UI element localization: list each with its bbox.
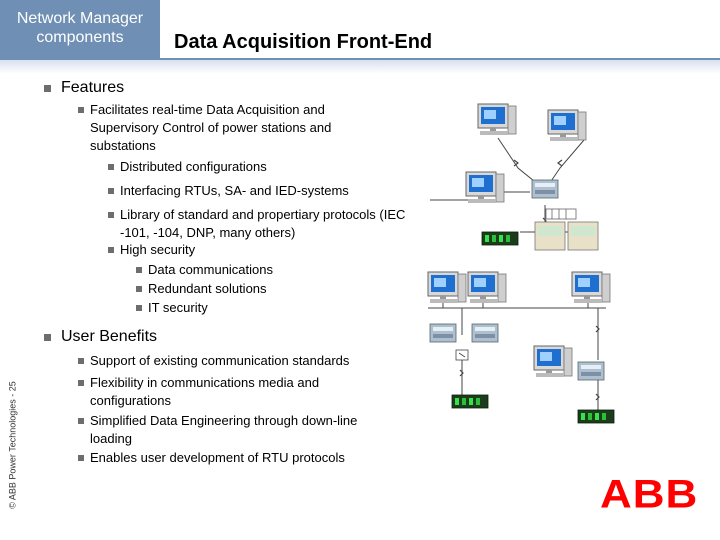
rtu-icon [471,323,499,343]
feature-item-2: Interfacing RTUs, SA- and IED-systems [108,182,349,200]
bullet-icon [108,247,114,253]
benefits-bullet: User Benefits [44,328,157,346]
bullet-icon [136,305,142,311]
workstation-icon [427,271,467,304]
ied-device-icon [481,231,519,246]
rtu-icon [577,361,605,381]
feature-item-4-sub-2: Redundant solutions [136,280,267,298]
bullet-icon [44,85,51,92]
abb-logo: ABB [600,472,699,517]
rtu-icon [531,179,559,199]
workstation-icon [465,171,505,204]
bullet-icon [136,286,142,292]
bullet-icon [78,455,84,461]
benefit-item-4-text: Enables user development of RTU protocol… [90,450,345,465]
benefit-item-1-text: Support of existing communication standa… [90,353,350,368]
bullet-icon [78,418,84,424]
bullet-icon [108,164,114,170]
feature-item-4-sub-3-text: IT security [148,300,208,315]
benefit-item-3-text: Simplified Data Engineering through down… [90,413,358,446]
benefit-item-2: Flexibility in communications media and … [78,374,358,410]
substation-panel-icon [534,221,599,251]
ied-device-icon [577,409,615,424]
workstation-icon [467,271,507,304]
benefit-item-1: Support of existing communication standa… [78,352,378,370]
features-bullet: Features [44,79,124,97]
feature-item-4-sub-2-text: Redundant solutions [148,281,267,296]
ied-device-icon [451,394,489,409]
header-rule [160,58,720,60]
feature-item-2-text: Interfacing RTUs, SA- and IED-systems [120,183,349,198]
bullet-icon [136,267,142,273]
feature-item-4-sub-1-text: Data communications [148,262,273,277]
section-label-line1: Network Manager [16,10,144,27]
feature-item-4-sub-1: Data communications [136,261,273,279]
feature-item-4-sub-3: IT security [136,299,208,317]
page-title: Data Acquisition Front-End [174,31,433,53]
feature-item-1-sub-text: Distributed configurations [120,159,267,174]
header-band [0,60,720,74]
feature-item-1-text: Facilitates real-time Data Acquisition a… [90,102,332,153]
bullet-icon [44,334,51,341]
feature-item-1: Facilitates real-time Data Acquisition a… [78,101,378,155]
benefit-item-4: Enables user development of RTU protocol… [78,449,388,467]
feature-item-1-sub: Distributed configurations [108,158,267,176]
bullet-icon [108,212,114,218]
benefits-heading: User Benefits [61,328,158,345]
bullet-icon [78,107,84,113]
features-heading: Features [61,79,125,96]
network-switch-icon [455,349,469,361]
feature-item-4: High security [108,241,195,259]
benefit-item-3: Simplified Data Engineering through down… [78,412,388,448]
bullet-icon [78,380,84,386]
workstation-icon [477,103,517,136]
rtu-icon [429,323,457,343]
bullet-icon [78,358,84,364]
benefit-item-2-text: Flexibility in communications media and … [90,375,320,408]
feature-item-4-text: High security [120,242,196,257]
section-label-line2: components [36,29,124,46]
feature-item-3: Library of standard and propertiary prot… [108,206,408,242]
section-label: Network Manager components [0,0,160,60]
workstation-icon [533,345,573,378]
workstation-icon [547,109,587,142]
terminal-block-icon [545,208,577,220]
bullet-icon [108,188,114,194]
workstation-icon [571,271,611,304]
feature-item-3-text: Library of standard and propertiary prot… [120,207,406,240]
